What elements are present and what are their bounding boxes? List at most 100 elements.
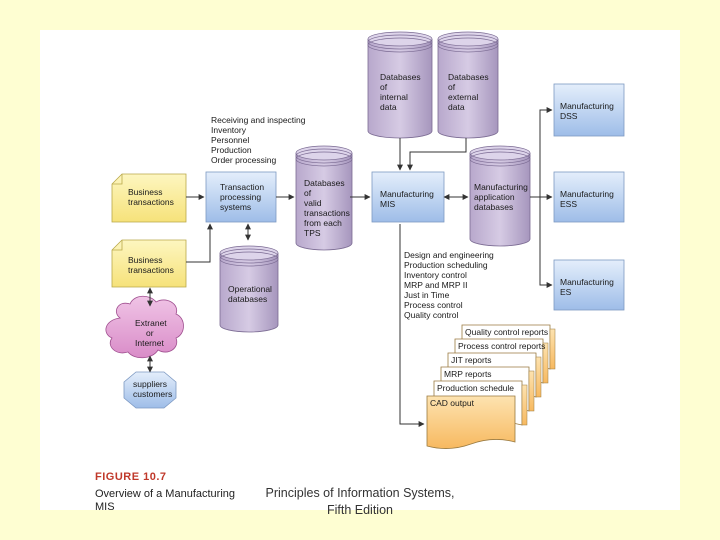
tps-input-4: Production bbox=[211, 145, 252, 155]
report-title-3: JIT reports bbox=[451, 355, 491, 365]
mis-output-3: Inventory control bbox=[404, 270, 467, 280]
cloud-label-1: Extranet bbox=[135, 318, 167, 328]
octagon-label-2: customers bbox=[133, 389, 172, 399]
bt1-label-2: transactions bbox=[128, 197, 174, 207]
dss-label-1: Manufacturing bbox=[560, 101, 614, 111]
operational-label-rim-3 bbox=[219, 251, 279, 267]
extranet-cloud: Extranet or Internet bbox=[105, 295, 184, 359]
arrow-to-es bbox=[539, 197, 553, 288]
internal-label-1: Databases bbox=[380, 72, 421, 82]
tps-box: Transaction processing systems bbox=[205, 171, 277, 223]
report-title-2: Process control reports bbox=[458, 341, 545, 351]
external-label-body bbox=[437, 39, 499, 139]
arrow-external-to-mis bbox=[407, 138, 467, 171]
mis-output-7: Quality control bbox=[404, 310, 458, 320]
valid-label-6: TPS bbox=[304, 228, 321, 238]
mis-output-2: Production scheduling bbox=[404, 260, 488, 270]
internal-label-4: data bbox=[380, 102, 397, 112]
ess-label-2: ESS bbox=[560, 199, 577, 209]
external-label-3: external bbox=[448, 92, 478, 102]
mis-output-5: Just in Time bbox=[404, 290, 450, 300]
mis-output-6: Process control bbox=[404, 300, 463, 310]
app-label-3: databases bbox=[474, 202, 513, 212]
operational-label-1: Operational bbox=[228, 284, 272, 294]
mis-label-2: MIS bbox=[380, 199, 395, 209]
valid-label-rim-2 bbox=[295, 148, 353, 164]
business-transactions-note-2: Business transactions bbox=[111, 239, 187, 288]
app-label-body bbox=[469, 153, 531, 247]
figure-caption-1: Overview of a Manufacturing bbox=[95, 488, 235, 500]
valid-label-rim-3 bbox=[295, 151, 353, 167]
valid-label-1: Databases bbox=[304, 178, 345, 188]
external-label-4: data bbox=[448, 102, 465, 112]
octagon-label-1: suppliers bbox=[133, 379, 167, 389]
tps-inputs-list: Receiving and inspecting Inventory Perso… bbox=[211, 115, 306, 165]
tps-label-3: systems bbox=[220, 202, 251, 212]
mis-output-4: MRP and MRP II bbox=[404, 280, 467, 290]
app-label-2: application bbox=[474, 192, 515, 202]
valid-label-5: from each bbox=[304, 218, 342, 228]
operational-label-rim-2 bbox=[219, 248, 279, 264]
internal-label-rim-3 bbox=[367, 37, 433, 53]
operational-label-body bbox=[219, 253, 279, 333]
mis-outputs-list: Design and engineering Production schedu… bbox=[404, 250, 494, 320]
tps-input-1: Receiving and inspecting bbox=[211, 115, 306, 125]
tps-input-3: Personnel bbox=[211, 135, 249, 145]
figure-caption-2: MIS bbox=[95, 501, 115, 513]
footer-line-2: Fifth Edition bbox=[327, 503, 393, 517]
internal-label-rim-2 bbox=[367, 34, 433, 50]
figure-label: FIGURE 10.7 bbox=[95, 471, 167, 483]
ess-label-1: Manufacturing bbox=[560, 189, 614, 199]
report-edge-4 bbox=[528, 370, 535, 412]
ess-box: Manufacturing ESS bbox=[553, 171, 625, 223]
es-box: Manufacturing ES bbox=[553, 259, 625, 311]
tps-label-1: Transaction bbox=[220, 182, 264, 192]
arrow-mis-to-reports bbox=[399, 224, 425, 427]
report-title-4: MRP reports bbox=[444, 369, 492, 379]
valid-label-4: transactions bbox=[304, 208, 350, 218]
app-label-1: Manufacturing bbox=[474, 182, 528, 192]
operational-label-2: databases bbox=[228, 294, 267, 304]
report-edge-5 bbox=[521, 384, 528, 426]
internal-label-2: of bbox=[380, 82, 388, 92]
valid-label-2: of bbox=[304, 188, 312, 198]
valid-label-3: valid bbox=[304, 198, 322, 208]
external-label-1: Databases bbox=[448, 72, 489, 82]
report-title-1: Quality control reports bbox=[465, 327, 548, 337]
bt2-label-1: Business bbox=[128, 255, 163, 265]
mis-label-1: Manufacturing bbox=[380, 189, 434, 199]
connectors bbox=[147, 107, 553, 427]
suppliers-customers-octagon: suppliers customers bbox=[123, 371, 177, 409]
business-transactions-note-1: Business transactions bbox=[111, 173, 187, 223]
cloud-label-3: Internet bbox=[135, 338, 164, 348]
internal-label-body bbox=[367, 39, 433, 139]
es-label-1: Manufacturing bbox=[560, 277, 614, 287]
mis-box: Manufacturing MIS bbox=[371, 171, 445, 223]
bt1-label-1: Business bbox=[128, 187, 163, 197]
tps-label-2: processing bbox=[220, 192, 261, 202]
report-edge-1 bbox=[549, 328, 556, 370]
report-sheet-6 bbox=[426, 395, 516, 449]
mis-output-1: Design and engineering bbox=[404, 250, 494, 260]
operational-label-rim-1 bbox=[219, 245, 279, 261]
tps-input-5: Order processing bbox=[211, 155, 276, 165]
dss-box: Manufacturing DSS bbox=[553, 83, 625, 137]
valid-label-rim-1 bbox=[295, 145, 353, 161]
external-label-rim-2 bbox=[437, 34, 499, 50]
footer-line-1: Principles of Information Systems, bbox=[266, 486, 455, 500]
report-edge-2 bbox=[542, 342, 549, 384]
external-label-rim-3 bbox=[437, 37, 499, 53]
cloud-label-2: or bbox=[146, 328, 154, 338]
report-title-5: Production schedule bbox=[437, 383, 514, 393]
dss-label-2: DSS bbox=[560, 111, 578, 121]
external-label-rim-1 bbox=[437, 31, 499, 47]
arrow-bt2-to-tps bbox=[186, 223, 213, 263]
report-edge-3 bbox=[535, 356, 542, 398]
